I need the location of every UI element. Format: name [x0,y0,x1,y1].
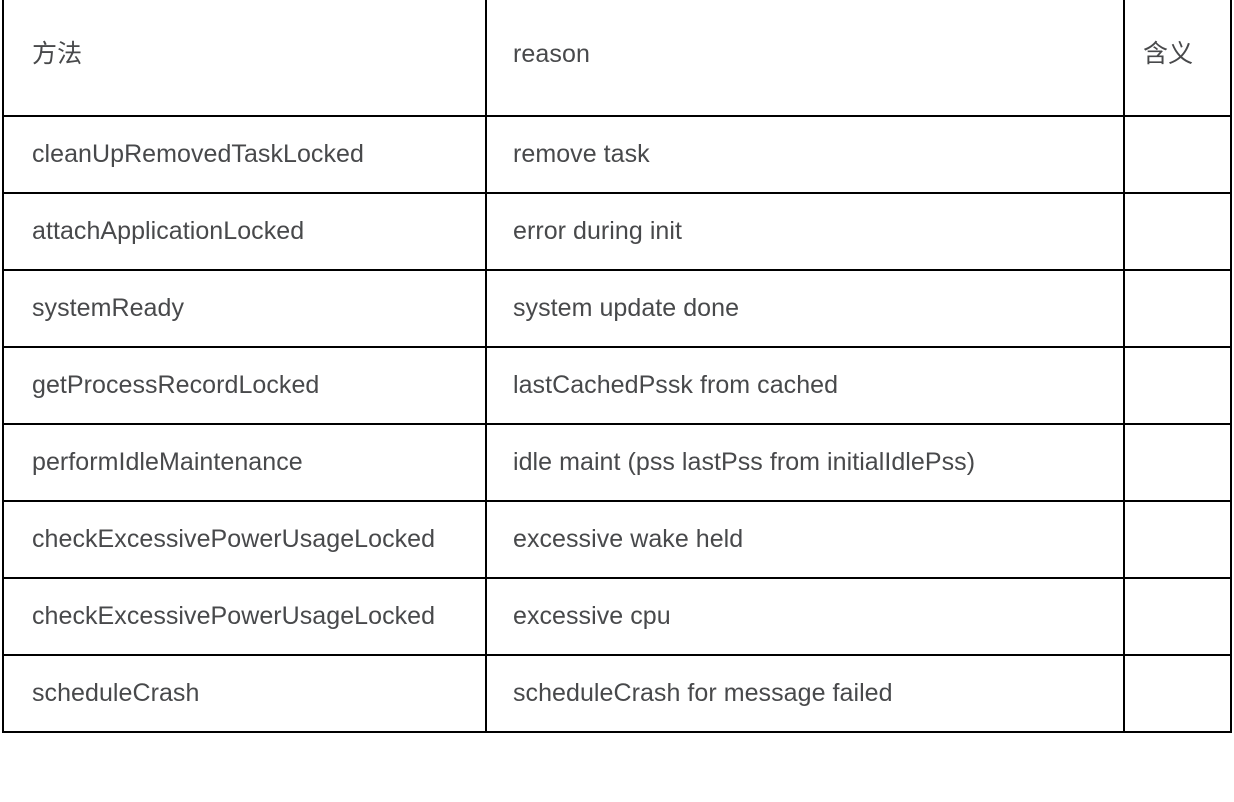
cell-meaning [1123,115,1232,194]
cell-reason: remove task [485,115,1125,194]
table-header: 方法 reason 含义 [2,0,1232,117]
cell-reason: idle maint (pss lastPss from initialIdle… [485,423,1125,502]
cell-meaning [1123,269,1232,348]
cell-reason: excessive wake held [485,500,1125,579]
cell-method: getProcessRecordLocked [2,346,487,425]
cell-method: checkExcessivePowerUsageLocked [2,577,487,656]
cell-meaning [1123,654,1232,733]
cell-reason: scheduleCrash for message failed [485,654,1125,733]
table-row: getProcessRecordLocked lastCachedPssk fr… [2,346,1232,425]
column-header-meaning: 含义 [1123,0,1232,117]
table-row: checkExcessivePowerUsageLocked excessive… [2,577,1232,656]
column-header-method: 方法 [2,0,487,117]
cell-meaning [1123,346,1232,425]
cell-meaning [1123,192,1232,271]
table-row: cleanUpRemovedTaskLocked remove task [2,115,1232,194]
table-body: cleanUpRemovedTaskLocked remove task att… [2,115,1232,733]
table-row: checkExcessivePowerUsageLocked excessive… [2,500,1232,579]
cell-reason: error during init [485,192,1125,271]
cell-reason: system update done [485,269,1125,348]
table-container: 方法 reason 含义 cleanUpRemovedTaskLocked re… [2,0,1232,733]
table-header-row: 方法 reason 含义 [2,0,1232,117]
method-reason-table: 方法 reason 含义 cleanUpRemovedTaskLocked re… [2,0,1232,733]
cell-meaning [1123,577,1232,656]
cell-reason: lastCachedPssk from cached [485,346,1125,425]
column-header-reason: reason [485,0,1125,117]
cell-method: cleanUpRemovedTaskLocked [2,115,487,194]
cell-meaning [1123,500,1232,579]
cell-reason: excessive cpu [485,577,1125,656]
table-row: performIdleMaintenance idle maint (pss l… [2,423,1232,502]
cell-method: systemReady [2,269,487,348]
cell-method: attachApplicationLocked [2,192,487,271]
table-row: attachApplicationLocked error during ini… [2,192,1232,271]
table-row: scheduleCrash scheduleCrash for message … [2,654,1232,733]
cell-method: performIdleMaintenance [2,423,487,502]
table-row: systemReady system update done [2,269,1232,348]
cell-method: checkExcessivePowerUsageLocked [2,500,487,579]
cell-meaning [1123,423,1232,502]
cell-method: scheduleCrash [2,654,487,733]
